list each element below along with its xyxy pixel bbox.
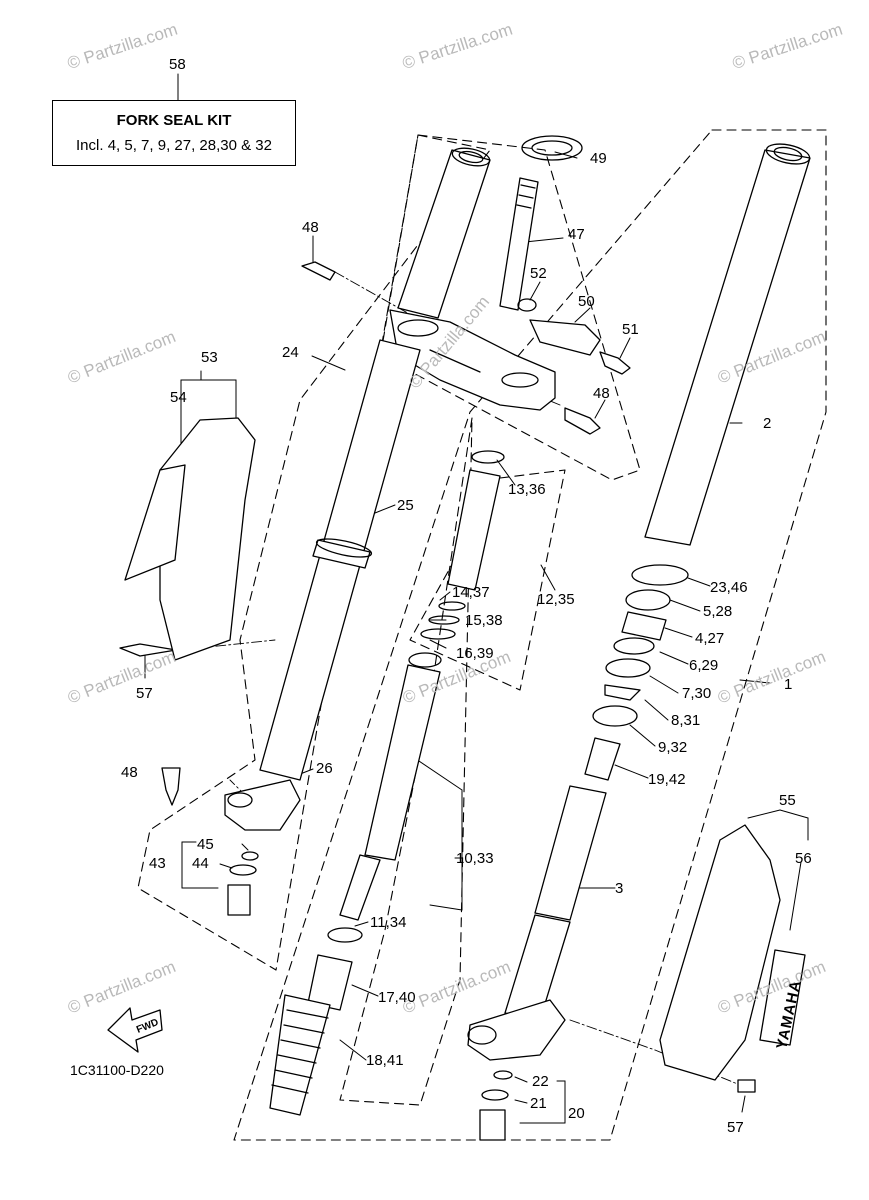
fork-seal-kit-box[interactable]: FORK SEAL KIT Incl. 4, 5, 7, 9, 27, 28,3… [52,100,296,166]
callout-1[interactable]: 1 [784,676,793,693]
drain-bolt-left [227,851,259,916]
outer-tube-right [644,143,811,546]
callout-17-40[interactable]: 17,40 [378,989,416,1006]
guard-decal [759,949,806,1046]
kit-number: 58 [169,56,186,73]
callout-11-34[interactable]: 11,34 [370,914,407,931]
callout-26[interactable]: 26 [316,760,333,777]
callout-5-28[interactable]: 5,28 [703,603,733,620]
callout-9-32[interactable]: 9,32 [658,739,688,756]
callout-57[interactable]: 57 [136,685,153,702]
boundary-cartridge [409,469,566,691]
inner-tube-left [259,339,421,781]
outer-tube-left [397,147,491,319]
diagram-code: 1C31100-D220 [70,1062,164,1078]
kit-title: FORK SEAL KIT [116,112,232,129]
leader-lines [144,73,809,1124]
steering-shaft [499,135,583,311]
boundary-left-fork [137,134,491,971]
bearing [521,135,583,161]
callout-19-42[interactable]: 19,42 [648,771,686,788]
callout-3[interactable]: 3 [615,880,624,897]
bolts [119,261,756,1093]
callout-10-33[interactable]: 10,33 [456,850,494,867]
callout-23-46[interactable]: 23,46 [710,579,748,596]
callout-43[interactable]: 43 [149,855,166,872]
callout-6-29[interactable]: 6,29 [689,657,719,674]
callout-13-36[interactable]: 13,36 [508,481,546,498]
callout-2[interactable]: 2 [763,415,772,432]
cartridge-assembly [420,450,505,640]
callout-22[interactable]: 22 [532,1073,549,1090]
fork-guard-left [124,417,256,661]
callout-47[interactable]: 47 [568,226,585,243]
callout-50[interactable]: 50 [578,293,595,310]
boundary-top-bracket [379,134,641,481]
axle-holder-right [467,999,566,1061]
spring-stack [269,954,353,1116]
seal-stack-right [584,564,689,781]
triple-clamp [389,309,556,411]
callout-45[interactable]: 45 [197,836,214,853]
callout-44[interactable]: 44 [192,855,209,872]
collar-52 [517,298,537,312]
boundary-right-fork [233,129,827,1141]
callout-51[interactable]: 51 [622,321,639,338]
callout-56[interactable]: 56 [795,850,812,867]
bracket-50 [517,298,601,356]
fwd-arrow-icon [107,1007,163,1053]
callout-8-31[interactable]: 8,31 [671,712,701,729]
drain-bolt-right [479,1070,513,1141]
callout-48[interactable]: 48 [302,219,319,236]
kit-includes: Incl. 4, 5, 7, 9, 27, 28,30 & 32 [76,137,272,154]
callout-48[interactable]: 48 [593,385,610,402]
ring-11 [327,927,363,943]
fork-guard-right [659,824,806,1081]
damper-rod [327,652,442,943]
callout-49[interactable]: 49 [590,150,607,167]
callout-25[interactable]: 25 [397,497,414,514]
callout-4-27[interactable]: 4,27 [695,630,725,647]
assembly-boundaries [137,129,827,1141]
callout-16-39[interactable]: 16,39 [456,645,494,662]
callout-24[interactable]: 24 [282,344,299,361]
callout-20[interactable]: 20 [568,1105,585,1122]
callout-14-37[interactable]: 14,37 [452,584,490,601]
callout-7-30[interactable]: 7,30 [682,685,712,702]
callout-15-38[interactable]: 15,38 [465,612,503,629]
callout-52[interactable]: 52 [530,265,547,282]
callout-21[interactable]: 21 [530,1095,547,1112]
callout-55[interactable]: 55 [779,792,796,809]
axle-holder-left [224,779,301,831]
callout-12-35[interactable]: 12,35 [537,591,575,608]
callout-53[interactable]: 53 [201,349,218,366]
callout-18-41[interactable]: 18,41 [366,1052,404,1069]
callout-54[interactable]: 54 [170,389,187,406]
callout-57[interactable]: 57 [727,1119,744,1136]
callout-48[interactable]: 48 [121,764,138,781]
inner-tube-right [504,785,607,1021]
